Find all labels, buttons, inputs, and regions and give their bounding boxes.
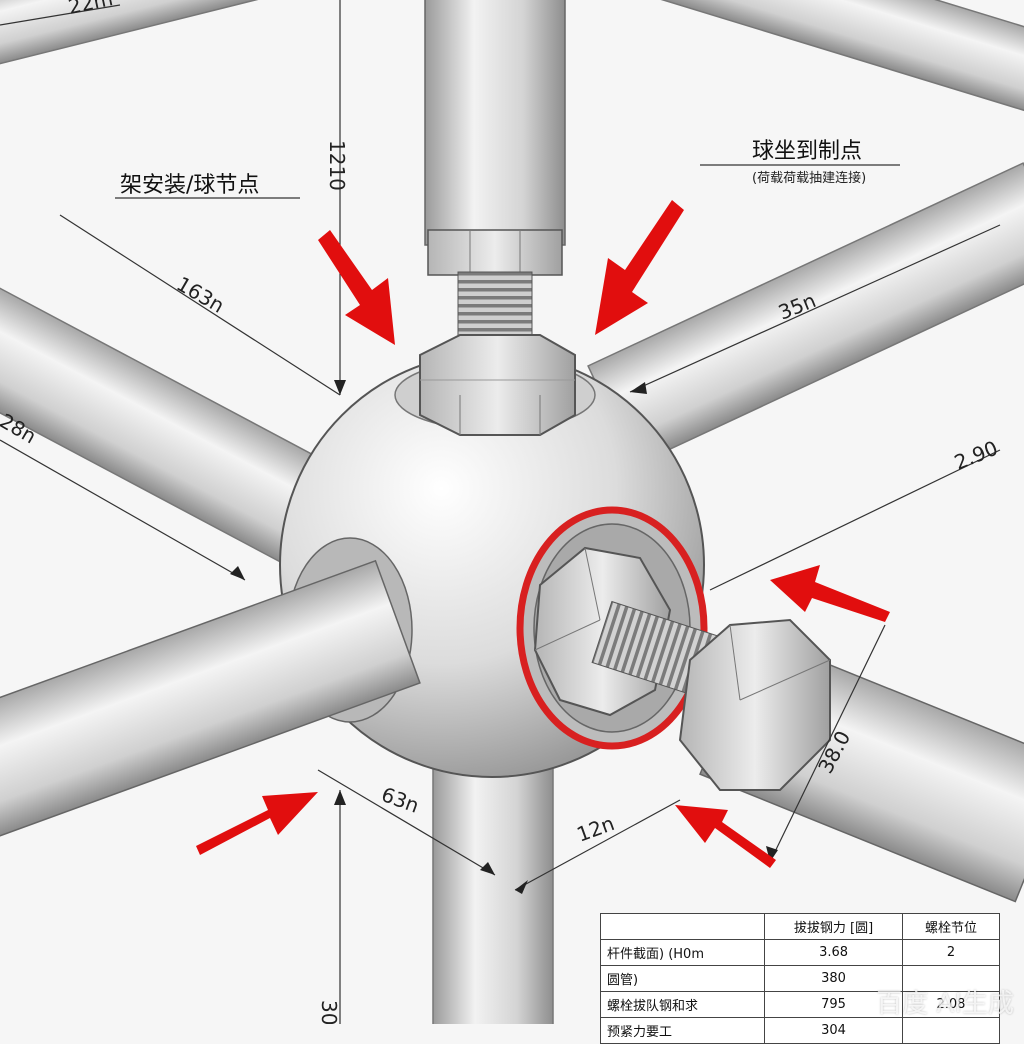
table-row: 杆件截面) (H0m 3.68 2 [599, 939, 1001, 966]
upper-left-tube [0, 0, 540, 115]
table-header-cell [599, 913, 766, 940]
dim-lower-middle: 63n [378, 782, 422, 818]
table-row-label: 螺栓拔队钢和求 [599, 991, 766, 1018]
table-row-value: 304 [764, 1017, 903, 1044]
table-row-value: 795 [764, 991, 903, 1018]
dimension-lines [0, 0, 1001, 1024]
red-arrow-bottom-right [675, 805, 776, 868]
callout-right-title: 球坐到制点 [752, 139, 862, 164]
table-row-label: 杆件截面) (H0m [599, 939, 766, 966]
red-pointer-arrows [196, 200, 890, 868]
red-arrow-right [770, 565, 890, 622]
table-row: 预紧力要工 304 [599, 1017, 1001, 1044]
right-sleeve-tube [678, 618, 1024, 903]
top-vertical-tube [424, 0, 566, 363]
spec-table: 拔拔钢力 [圆] 螺栓节位 杆件截面) (H0m 3.68 2 圆管) 380 … [599, 913, 1001, 1044]
red-arrow-top-right [595, 200, 684, 335]
table-row-extra [901, 1017, 1001, 1044]
table-row-value: 3.68 [764, 939, 903, 966]
table-row-label: 预紧力要工 [599, 1017, 766, 1044]
left-horizontal-tube [0, 537, 421, 842]
upper-right-tube [557, 0, 1024, 133]
dim-right: 2.90 [951, 436, 1001, 475]
table-row-extra: 2.08 [901, 991, 1001, 1018]
dim-vertical-top: 1210 [325, 140, 349, 191]
dim-upper-left: 163n [173, 272, 229, 318]
table-header-cell: 拔拔钢力 [圆] [764, 913, 903, 940]
red-arrow-bottom-left [196, 792, 318, 855]
table-row-label: 圆管) [599, 965, 766, 992]
table-header-cell: 螺栓节位 [901, 913, 1001, 940]
table-header-row: 拔拔钢力 [圆] 螺栓节位 [599, 913, 1001, 940]
dim-lower-right: 12n [574, 811, 618, 847]
dimension-arrowheads [230, 380, 778, 894]
table-row-extra: 2 [901, 939, 1001, 966]
red-arrow-top-left [318, 230, 395, 345]
callout-right-subtitle: (荷载荷载抽建连接) [752, 170, 866, 186]
top-hex-nut [419, 334, 576, 436]
table-row: 螺栓拔队钢和求 795 2.08 [599, 991, 1001, 1018]
watermark: 百度 AI生成 [876, 989, 1014, 1019]
dim-bottom-vertical: 30 [317, 1000, 341, 1024]
callout-left-title: 架安装/球节点 [120, 173, 259, 198]
